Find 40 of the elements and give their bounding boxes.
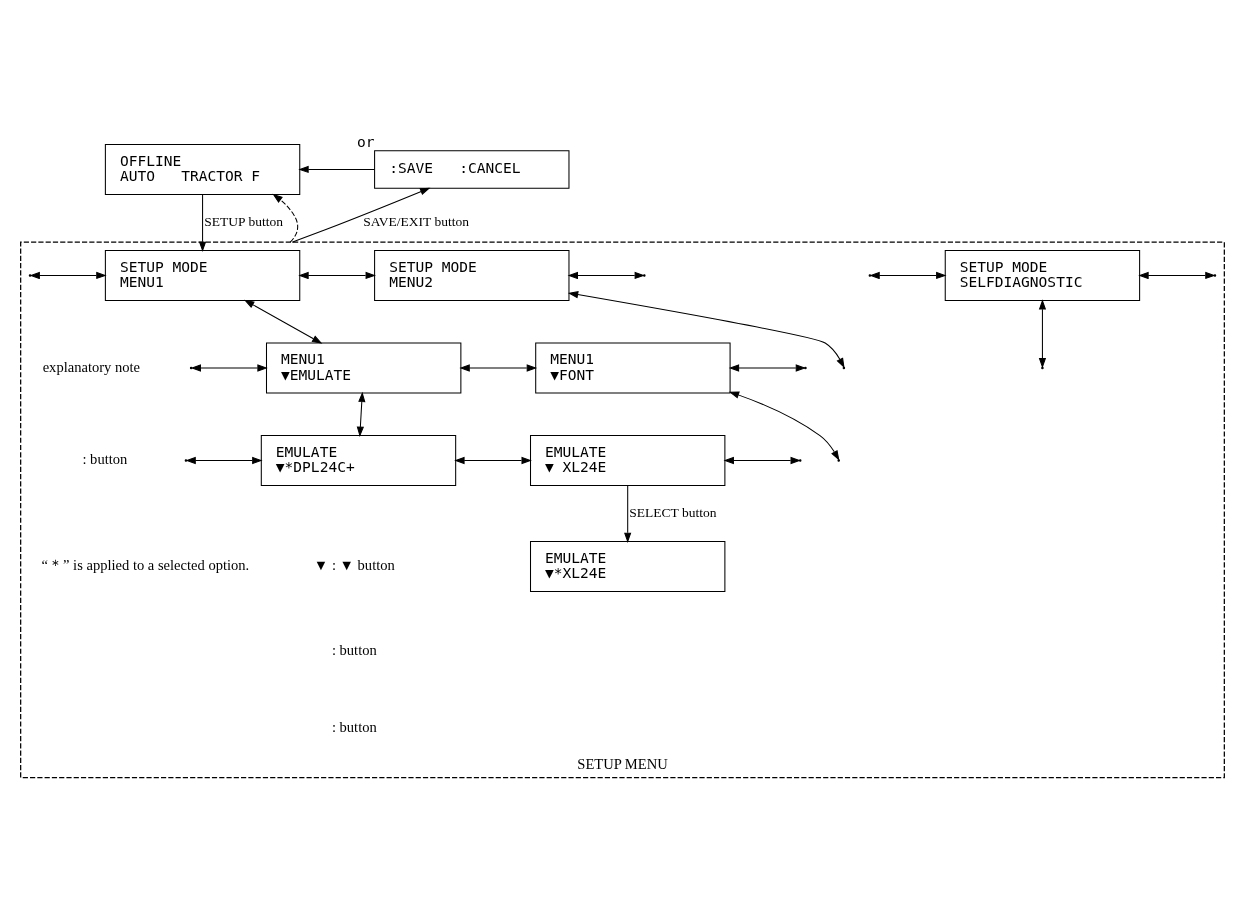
legend-label: : button: [331, 641, 377, 658]
legend-label: ▼ : ▼ button: [313, 556, 395, 573]
edge-label: SETUP button: [204, 213, 283, 229]
node-box: MENU1 ▼EMULATE: [265, 342, 462, 393]
arrow: [185, 456, 263, 464]
arrow: [272, 193, 299, 243]
node-box: MENU1 ▼FONT: [535, 342, 731, 393]
edge-label: SELECT button: [629, 504, 717, 520]
arrow: [291, 187, 431, 243]
arrow: [728, 363, 807, 372]
node-box: EMULATE ▼*DPL24C+: [260, 434, 457, 486]
node-box: EMULATE ▼*XL24E: [530, 540, 726, 592]
arrow: [454, 456, 532, 464]
arrow: [298, 165, 375, 173]
arrow: [243, 299, 323, 344]
arrow: [1138, 271, 1216, 279]
arrow: [198, 193, 207, 252]
arrow: [190, 363, 268, 372]
node-box: :SAVE :CANCEL: [374, 149, 570, 189]
arrow: [567, 271, 645, 279]
node-box: SETUP MODE MENU1: [104, 249, 301, 301]
node-box: EMULATE ▼ XL24E: [530, 434, 726, 486]
node-label: or: [356, 132, 375, 150]
arrow: [728, 391, 840, 461]
arrow: [356, 391, 366, 437]
arrow: [29, 271, 107, 279]
label: explanatory note: [42, 358, 141, 375]
label: “＊” is applied to a selected option.: [41, 556, 250, 573]
arrow: [1038, 298, 1047, 368]
legend-label: : button: [331, 718, 377, 735]
node-box: OFFLINE AUTO TRACTOR F: [104, 143, 301, 195]
arrow: [723, 456, 801, 464]
arrow: [869, 271, 947, 279]
arrow: [459, 363, 538, 372]
edge-label: SAVE/EXIT button: [363, 213, 469, 229]
legend-label: : button: [82, 450, 128, 467]
node-box: SETUP MODE SELFDIAGNOSTIC: [944, 249, 1141, 301]
arrow: [624, 484, 632, 543]
arrow: [298, 271, 376, 279]
node-box: SETUP MODE MENU2: [374, 249, 570, 301]
